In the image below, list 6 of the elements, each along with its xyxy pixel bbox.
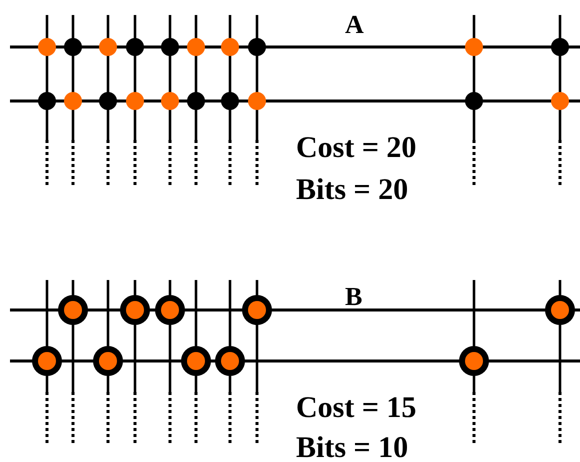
panel-label: A: [345, 12, 364, 38]
cost-text: Cost = 15: [296, 393, 416, 423]
cost-text: Cost = 20: [296, 133, 416, 163]
panel-label: B: [345, 284, 362, 310]
bits-text: Bits = 20: [296, 175, 408, 205]
bits-text: Bits = 10: [296, 433, 408, 462]
